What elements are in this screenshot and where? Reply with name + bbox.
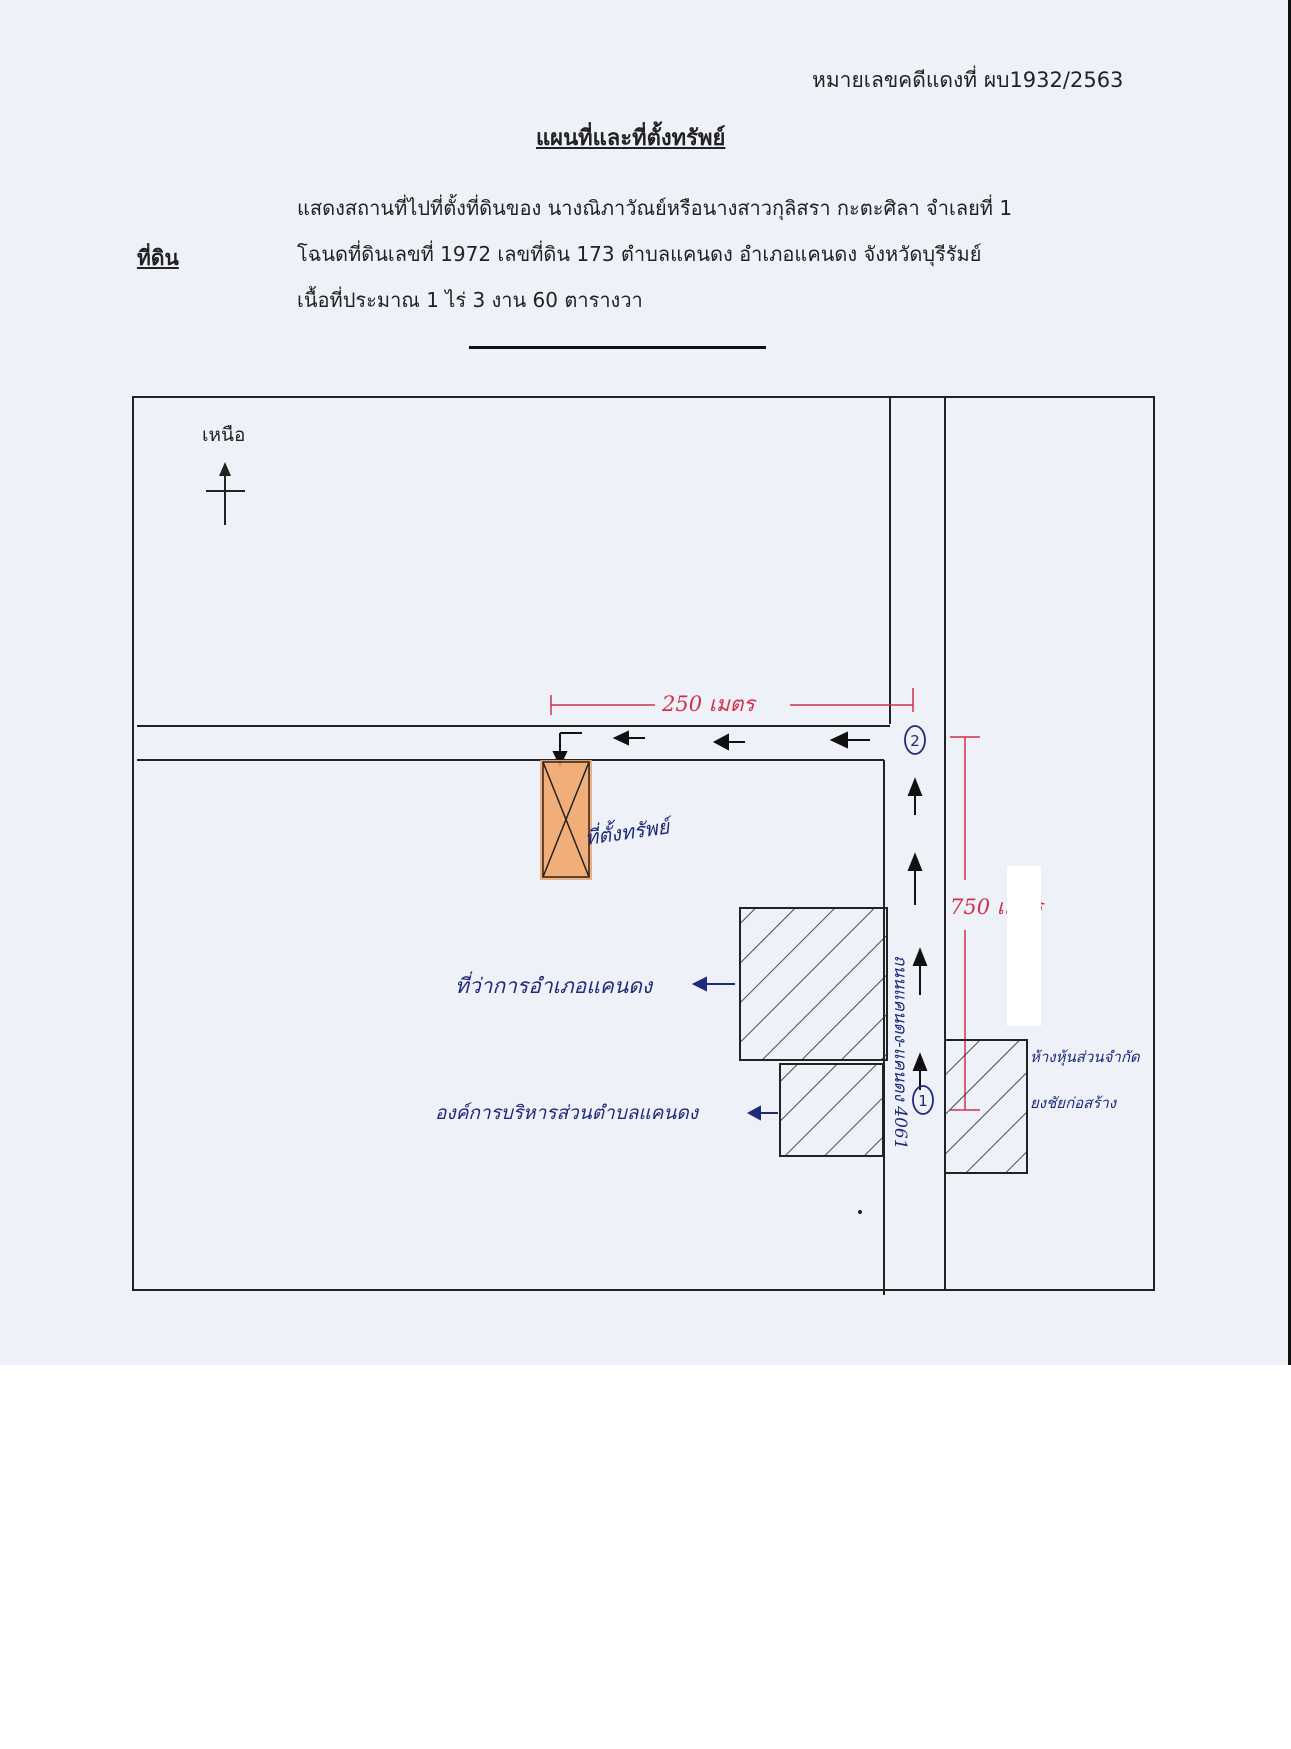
ink-dot — [858, 1210, 862, 1214]
district-office-pointer — [691, 976, 735, 992]
sao-building — [779, 1063, 884, 1157]
road-name-label: ถนนแคนดง-แคนดง 4061 — [890, 955, 910, 1150]
north-label: เหนือ — [202, 424, 245, 446]
map-frame — [132, 396, 1155, 1291]
direction-arrows-vertical — [907, 777, 928, 1090]
area-line: เนื้อที่ประมาณ 1 ไร่ 3 งาน 60 ตารางวา — [297, 288, 643, 312]
blank-patch — [1007, 866, 1041, 1026]
point-2-label: 2 — [910, 732, 920, 750]
shop-label-text: ห้างหุ้นส่วนจำกัด — [1030, 1048, 1141, 1066]
point-1-label: 1 — [918, 1092, 928, 1110]
title-rule — [469, 346, 766, 349]
owner-line: แสดงสถานที่ไปที่ตั้งที่ดินของ นางณิภาวัณ… — [297, 196, 1013, 220]
page-edge — [1288, 0, 1291, 1365]
land-label: ที่ดิน — [137, 246, 179, 270]
property-label: ที่ตั้งทรัพย์ — [583, 811, 675, 850]
district-office-label: ที่ว่าการอำเภอแคนดง — [455, 971, 654, 998]
property-parcel — [540, 760, 592, 880]
district-office-building — [739, 907, 888, 1061]
shop-label: ห้างหุ้นส่วนจำกัด ยงชัยก่อสร้าง — [1030, 1048, 1144, 1112]
document-title: แผนที่และที่ตั้งทรัพย์ — [536, 126, 726, 151]
point-2-marker: 2 — [904, 725, 926, 755]
sao-label: องค์การบริหารส่วนตำบลแคนดง — [435, 1102, 700, 1124]
distance-horizontal-label: 250 เมตร — [661, 692, 757, 716]
sao-pointer — [746, 1105, 778, 1121]
case-number: หมายเลขคดีแดงที่ ผบ1932/2563 — [812, 68, 1124, 92]
direction-arrows-horizontal — [552, 730, 870, 768]
shop-building — [944, 1039, 1028, 1174]
scanned-page — [0, 0, 1288, 1365]
north-arrow-icon — [206, 462, 245, 525]
deed-line: โฉนดที่ดินเลขที่ 1972 เลขที่ดิน 173 ตำบล… — [297, 242, 982, 266]
point-1-marker: 1 — [912, 1085, 934, 1115]
distance-horizontal-marker — [550, 688, 914, 715]
shop-label-text-line2: ยงชัยก่อสร้าง — [1030, 1094, 1118, 1112]
